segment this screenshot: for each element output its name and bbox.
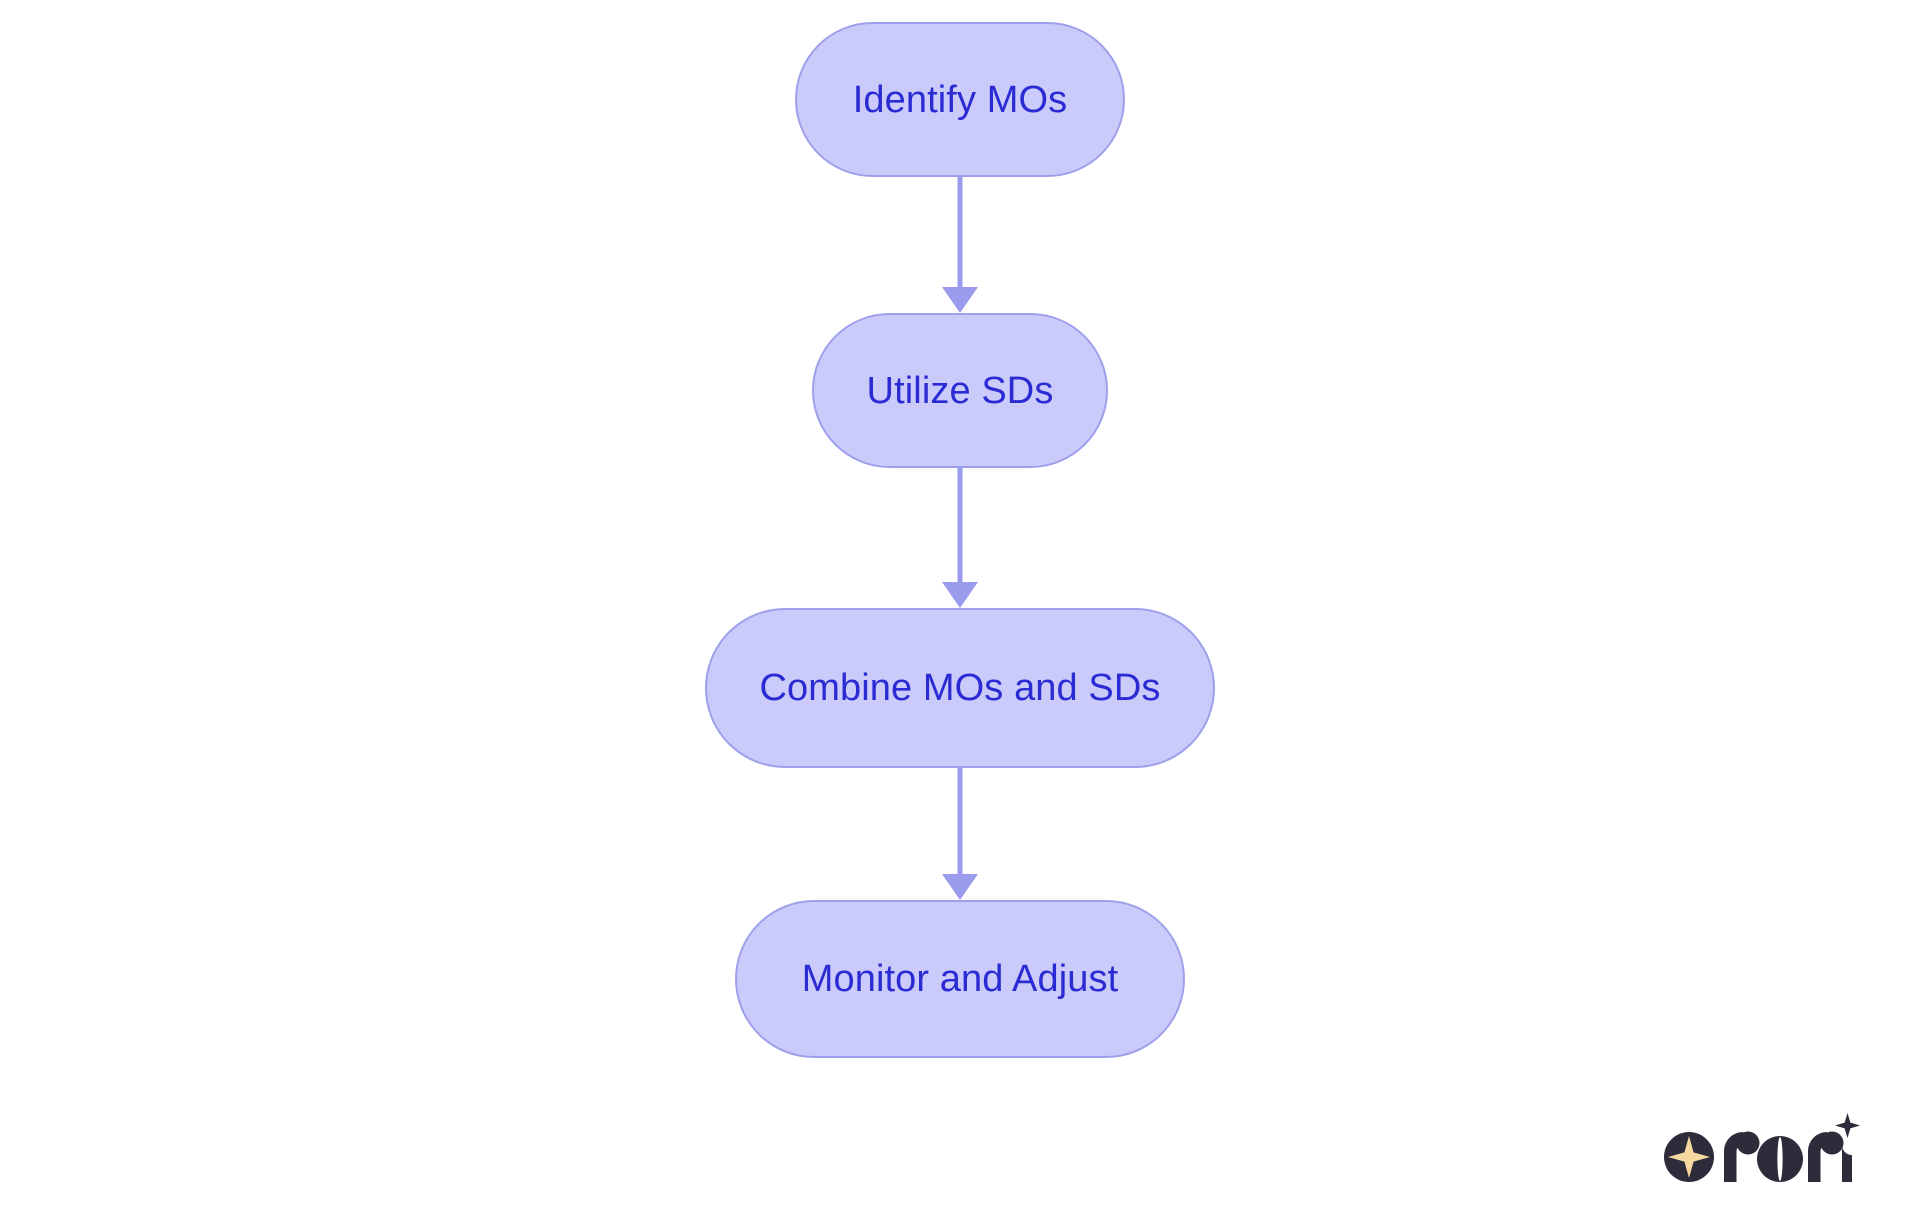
flow-node-label: Monitor and Adjust: [801, 958, 1119, 1000]
rori-logo: [1662, 1113, 1862, 1193]
flow-node-label: Utilize SDs: [866, 369, 1054, 412]
logo-letter-o: [1757, 1136, 1803, 1182]
logo-letter-i: [1835, 1113, 1860, 1182]
edge-line: [957, 177, 963, 287]
edge-line: [957, 468, 963, 582]
flow-node-identify-mos[interactable]: Identify MOs: [795, 22, 1125, 177]
flow-node-combine-mos-and-sds[interactable]: Combine MOs and SDs: [705, 608, 1215, 768]
logo-letter-r-1: [1724, 1131, 1760, 1182]
sparkle-star-icon: [1664, 1132, 1714, 1182]
flow-node-monitor-and-adjust[interactable]: Monitor and Adjust: [735, 900, 1185, 1058]
arrowhead-down-icon: [942, 582, 978, 608]
arrowhead-down-icon: [942, 287, 978, 313]
flow-edge-n1-n2: [935, 177, 985, 313]
logo-letter-r-2: [1808, 1131, 1844, 1182]
flow-node-label: Identify MOs: [852, 78, 1068, 121]
flow-edge-n2-n3: [935, 468, 985, 608]
rori-logo-svg: [1664, 1113, 1860, 1182]
flow-node-label: Combine MOs and SDs: [759, 667, 1161, 709]
edge-line: [957, 768, 963, 874]
flow-node-utilize-sds[interactable]: Utilize SDs: [812, 313, 1108, 468]
flow-edge-n3-n4: [935, 768, 985, 900]
arrowhead-down-icon: [942, 874, 978, 900]
